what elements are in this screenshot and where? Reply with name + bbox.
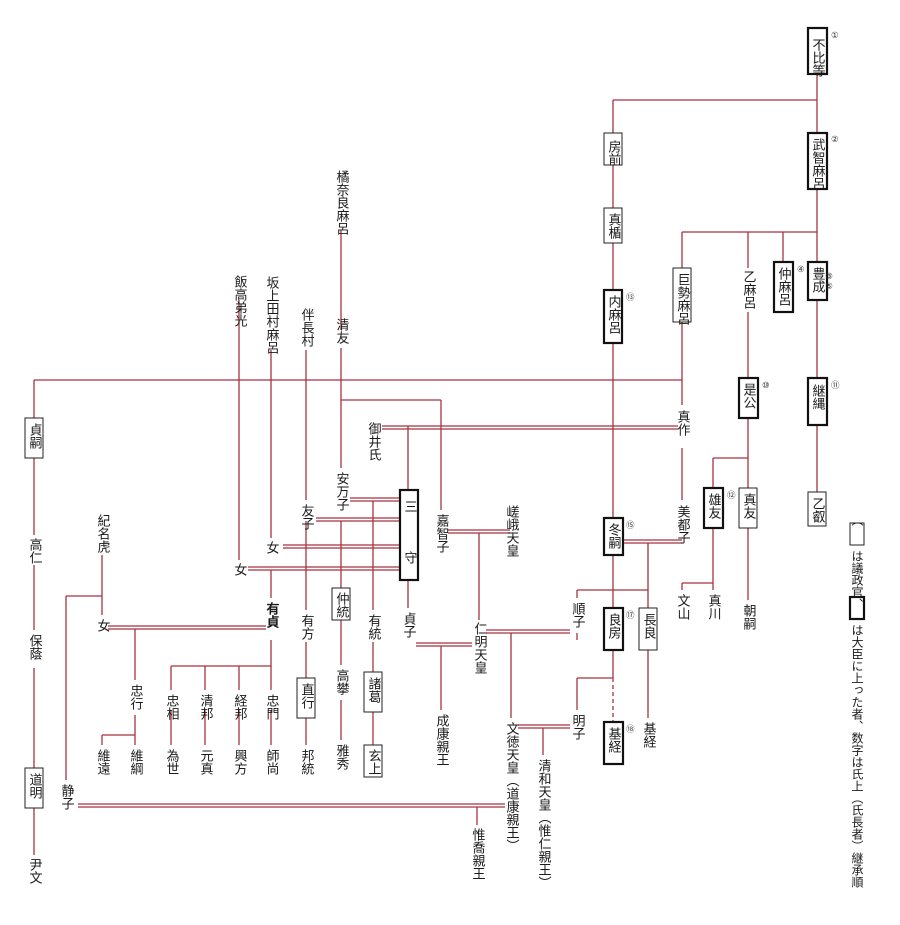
legend: （ は議政官、 は大臣に上った者、数字は氏上（氏長者）継承順 bbox=[850, 514, 864, 888]
person-koseimaro: 巨勢麻呂 bbox=[675, 273, 691, 325]
person-tadayuki: 忠行 bbox=[128, 684, 144, 711]
order-mark-11: ⑪ bbox=[831, 381, 840, 391]
person-koreto: 維遠 bbox=[95, 749, 111, 776]
person-tsugutada: 継縄 bbox=[810, 384, 826, 410]
person-sakanoue: 坂上田村麻呂 bbox=[264, 276, 280, 354]
person-kiyotomo: 清友 bbox=[334, 318, 350, 344]
person-tomonagamura: 伴長村 bbox=[299, 308, 315, 347]
order-mark-18: ⑱ bbox=[626, 725, 635, 735]
person-nakamaro: 仲麻呂 bbox=[776, 267, 792, 306]
person-kinomatora: 紀名虎 bbox=[95, 514, 111, 554]
person-koretsuna: 維綱 bbox=[128, 749, 144, 775]
person-korekimi: 是公 bbox=[741, 383, 757, 409]
person-gashu: 雅秀 bbox=[334, 744, 350, 771]
person-otomo: 雄友 bbox=[706, 493, 722, 519]
legend-sangi-text: は議政官、 bbox=[850, 550, 864, 610]
person-ayaimarako: 安万子 bbox=[334, 472, 350, 511]
order-mark-1: ① bbox=[831, 31, 839, 41]
person-koretaka: 惟喬親王 bbox=[470, 828, 486, 880]
person-tadasuke: 忠相 bbox=[164, 694, 180, 720]
person-musume1: 女 bbox=[264, 540, 280, 554]
person-tadakado: 忠門 bbox=[264, 694, 280, 721]
person-morokuzu: 諸葛 bbox=[366, 676, 382, 703]
person-kiyokuni: 清邦 bbox=[198, 694, 214, 720]
connector-lines bbox=[33, 74, 818, 855]
person-arisada: 有貞 bbox=[264, 601, 280, 629]
order-mark-10: ⑩ bbox=[762, 381, 770, 391]
person-miishi: 御井氏 bbox=[366, 422, 382, 461]
person-montoku: 文徳天皇（道康親王） bbox=[504, 722, 520, 852]
person-gensei: 玄上 bbox=[366, 749, 382, 775]
person-isei: 為世 bbox=[164, 748, 180, 775]
person-nagara: 長良 bbox=[641, 613, 657, 639]
person-fusasaki: 房前 bbox=[606, 139, 622, 166]
person-asatsugu: 朝嗣 bbox=[741, 604, 757, 630]
person-tomoko: 友子 bbox=[299, 503, 315, 530]
legend-paren-open: （ bbox=[850, 514, 864, 526]
person-uchimaro: 内麻呂 bbox=[606, 294, 622, 334]
person-yoshifusa: 良房 bbox=[606, 612, 622, 639]
order-mark-13: ⑬ bbox=[626, 293, 635, 303]
person-toyonari: 豊成 bbox=[810, 267, 826, 294]
person-masatomo: 真友 bbox=[741, 493, 757, 519]
person-otoeda: 乙叡 bbox=[810, 497, 826, 523]
person-inbun: 尹文 bbox=[27, 858, 43, 884]
person-teishi: 貞子 bbox=[401, 612, 417, 638]
person-fuhito: 不比等 bbox=[810, 38, 826, 77]
person-koukei: 高攀 bbox=[334, 668, 350, 696]
person-ninmyo: 仁明天皇 bbox=[472, 622, 488, 674]
person-junshi: 順子 bbox=[570, 602, 586, 628]
office-boxes bbox=[24, 26, 866, 809]
order-mark-17: ⑰ bbox=[626, 611, 635, 621]
person-arimune: 有統 bbox=[366, 614, 382, 641]
person-gensei2: 元真 bbox=[198, 749, 214, 775]
person-arikata: 有方 bbox=[299, 614, 315, 641]
legend-daijin-text: は大臣に上った者、数字は氏上（氏長者）継承順 bbox=[850, 624, 864, 888]
person-saga: 嵯峨天皇 bbox=[504, 505, 520, 557]
person-kachiko: 嘉智子 bbox=[434, 514, 450, 553]
person-shoushou: 師尚 bbox=[264, 749, 279, 775]
person-bunzan: 文山 bbox=[675, 594, 691, 620]
person-muchimaro: 武智麻呂 bbox=[810, 138, 826, 190]
person-sadatsugu: 貞嗣 bbox=[27, 423, 43, 449]
person-meishi: 明子 bbox=[570, 714, 586, 740]
person-narimasa: 成康親王 bbox=[434, 714, 450, 766]
person-names: 不比等 房前 武智麻呂 真楯 内麻呂 巨勢麻呂 乙麻呂 仲麻呂 豊成 是公 継縄… bbox=[27, 38, 826, 889]
person-naoyuki: 直行 bbox=[299, 683, 315, 710]
person-keiho: 経邦 bbox=[232, 694, 248, 720]
person-musume3: 女 bbox=[95, 618, 111, 632]
person-shizuko: 静子 bbox=[59, 784, 75, 810]
person-yasukage: 保蔭 bbox=[27, 634, 43, 660]
order-mark-15: ⑮ bbox=[626, 521, 635, 531]
succession-order-marks: ① ② ③⑤ ④ ⑩ ⑪ ⑫ ⑬ ⑮ ⑰ ⑱ bbox=[626, 31, 840, 735]
person-motozune-sub: 基経 bbox=[641, 722, 657, 749]
person-michiaki: 道明 bbox=[27, 773, 43, 800]
person-hoto: 邦統 bbox=[299, 749, 315, 776]
person-mamoru: 三守 bbox=[402, 500, 418, 602]
order-mark-12: ⑫ bbox=[727, 491, 736, 501]
person-otomaro: 乙麻呂 bbox=[741, 270, 757, 309]
person-manatsu: 真作 bbox=[675, 410, 691, 436]
person-seiwa: 清和天皇（惟仁親王） bbox=[536, 759, 552, 889]
person-tachibananaramaro: 橘奈良麻呂 bbox=[334, 169, 350, 235]
person-kouhou: 興方 bbox=[232, 749, 248, 776]
order-mark-2: ② bbox=[831, 135, 839, 145]
person-takahito: 高仁 bbox=[27, 537, 43, 564]
order-mark-4: ④ bbox=[797, 265, 805, 275]
person-nakamune: 仲統 bbox=[334, 592, 350, 619]
person-iitaka: 飯高弟光 bbox=[232, 275, 248, 327]
person-fuyutsugu: 冬嗣 bbox=[606, 522, 622, 549]
person-musume2: 女 bbox=[232, 562, 248, 576]
person-shinsen: 真川 bbox=[706, 594, 722, 620]
person-matate: 真楯 bbox=[606, 213, 622, 240]
person-mitsuko: 美都子 bbox=[675, 505, 691, 544]
person-motozune: 基経 bbox=[606, 727, 622, 754]
order-mark-3-5: ③⑤ bbox=[824, 272, 834, 292]
